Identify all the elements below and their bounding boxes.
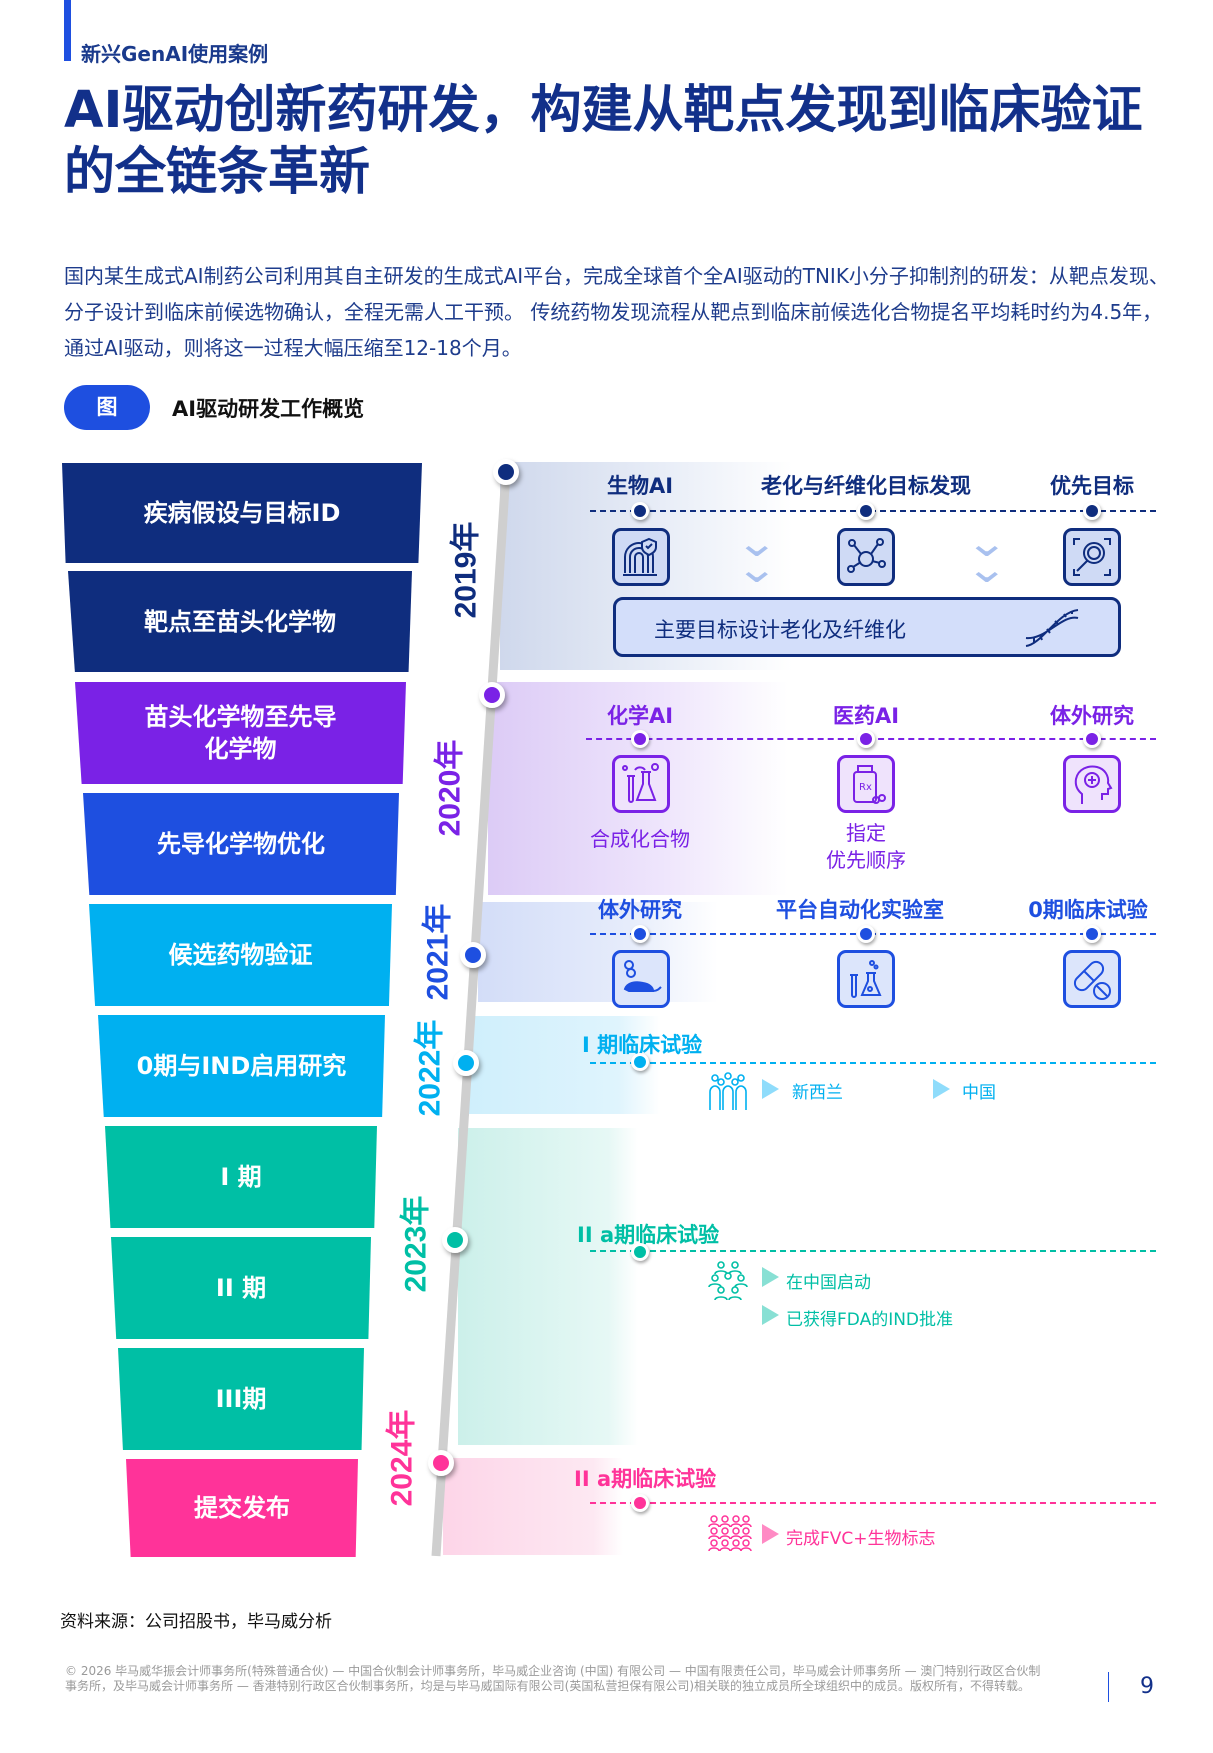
year-label: 2021年 [421,903,455,1001]
timeline-dot-2022 [453,1050,479,1076]
step-dot [857,730,875,748]
sub-label: 指定 [846,821,886,845]
col-label: 优先目标 [1050,474,1134,498]
year-label: 2020年 [433,739,467,837]
stage-bar: II 期 [111,1237,371,1339]
sub-label: 合成化合物 [590,827,690,851]
stage-bar: 苗头化学物至先导化学物 [75,682,406,784]
step-dot [631,730,649,748]
page-number: 9 [1140,1674,1154,1699]
stage-bar: 疾病假设与目标ID [62,463,422,563]
phase-label: II a期临床试验 [577,1223,720,1247]
year-label: 2024年 [385,1409,419,1507]
step-dot [631,1243,649,1261]
divider-2023 [590,1250,1156,1252]
people-group-icon [709,1072,747,1110]
year-label: 2019年 [449,521,483,619]
source-note: 资料来源：公司招股书，毕马威分析 [60,1612,332,1632]
col-label: 老化与纤维化目标发现 [761,474,971,498]
list-item: 新西兰 [792,1083,843,1103]
banner-text: 主要目标设计老化及纤维化 [654,618,906,642]
list-item: 完成FVC+生物标志 [786,1529,936,1549]
col-label: 化学AI [606,704,674,728]
step-dot [631,925,649,943]
mouse-icon [612,950,670,1008]
chevron-down-icon: ⌄⌄ [964,520,1009,592]
timeline-dot-2021 [460,942,486,968]
section-label: 新兴GenAI使用案例 [81,42,269,66]
bullet-triangle-icon [933,1079,950,1099]
intro-paragraph: 国内某生成式AI制药公司利用其自主研发的生成式AI平台，完成全球首个全AI驱动的… [64,264,1169,360]
band-2020 [488,682,1088,895]
head-plus-icon [1063,755,1121,813]
list-item: 已获得FDA的IND批准 [786,1310,954,1330]
stage-bar: I 期 [105,1126,377,1228]
section-accent-bar [64,0,71,61]
stage-bar: 靶点至苗头化学物 [68,571,412,672]
banner-box: 主要目标设计老化及纤维化 [613,597,1121,657]
year-label: 2023年 [399,1195,433,1293]
list-item: 中国 [962,1083,996,1103]
capsule-icon [1063,950,1121,1008]
step-dot [631,1053,649,1071]
figure-badge: 图 [64,385,150,430]
timeline-dot-2023 [442,1227,468,1253]
step-dot [857,502,875,520]
lab-flask-icon [837,950,895,1008]
stage-bar: 候选药物验证 [89,904,392,1006]
magnifier-target-icon [1063,528,1121,586]
stage-bar: 0期与IND启用研究 [98,1015,385,1117]
divider-2024 [590,1502,1156,1504]
timeline-dot-2020 [479,682,505,708]
figure-title: AI驱动研发工作概览 [172,397,365,421]
legal-text: © 2026 毕马威华振会计师事务所(特殊普通合伙) — 中国合伙制会计师事务所… [65,1664,1041,1693]
timeline-dot-2019 [493,459,519,485]
fingerprint-shield-icon [612,528,670,586]
svg-text:Rx: Rx [859,782,872,793]
phase-label: II a期临床试验 [574,1467,717,1491]
list-item: 在中国启动 [786,1273,871,1293]
timeline-dot-2024 [428,1450,454,1476]
col-label: 体外研究 [598,898,682,922]
bullet-triangle-icon [762,1079,779,1099]
flask-tube-icon [612,755,670,813]
people-group-icon [708,1515,752,1552]
band-2023 [458,1128,1058,1445]
page-title: AI驱动创新药研发，构建从靶点发现到临床验证的全链条革新 [64,81,1143,202]
stage-bar: III期 [118,1348,364,1450]
bullet-triangle-icon [762,1267,779,1287]
step-dot [1083,502,1101,520]
molecule-network-icon [837,528,895,586]
page-divider [1108,1672,1109,1702]
bullet-triangle-icon [762,1305,779,1325]
col-label: 生物AI [606,474,674,498]
band-2021 [478,902,1078,1002]
year-label: 2022年 [413,1019,447,1117]
band-2024 [443,1458,1043,1555]
dna-icon [1025,609,1079,647]
step-dot [631,502,649,520]
divider-2022 [590,1062,1156,1064]
step-dot [857,925,875,943]
bullet-triangle-icon [762,1524,779,1544]
pill-bottle-icon: Rx [837,755,895,813]
step-dot [631,1494,649,1512]
col-label: 医药AI [832,704,900,728]
col-label: 0期临床试验 [1028,898,1148,922]
people-group-icon [708,1261,748,1301]
col-label: 平台自动化实验室 [776,898,944,922]
sub-label: 优先顺序 [826,848,906,872]
step-dot [1083,925,1101,943]
chevron-down-icon: ⌄⌄ [734,520,779,592]
step-dot [1083,730,1101,748]
stage-bar: 先导化学物优化 [83,793,399,895]
stage-bar: 提交发布 [126,1459,358,1557]
col-label: 体外研究 [1050,704,1134,728]
